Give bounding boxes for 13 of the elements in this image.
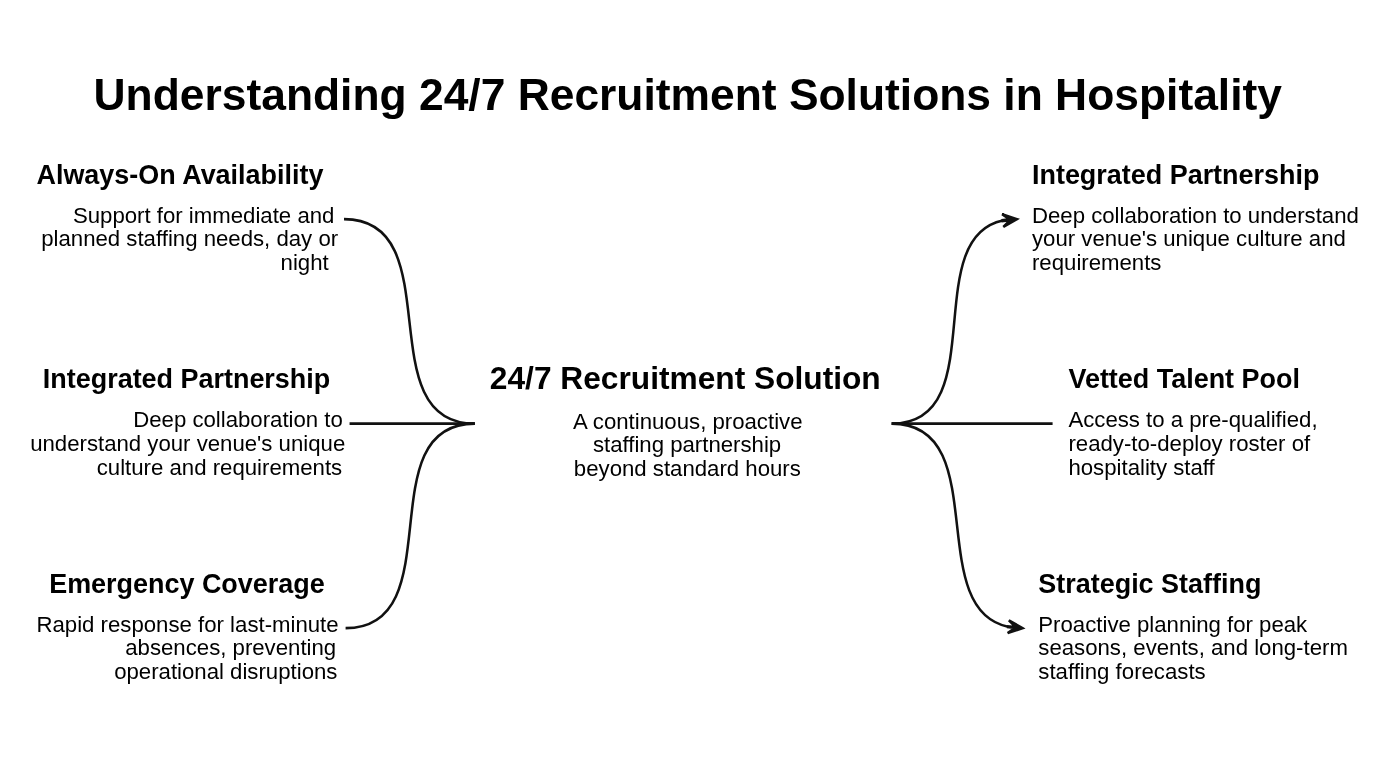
connector bbox=[891, 422, 1053, 425]
diagram-title: Understanding 24/7 Recruitment Solutions in Hospitality bbox=[93, 69, 1282, 119]
connector bbox=[349, 422, 475, 425]
node-text: Emergency Coverage Rapid response for last-minute absences, preventing operational disruptions bbox=[36, 568, 339, 685]
arrow bbox=[891, 422, 1024, 635]
node-text: Integrated Partnership Deep collaboration to understand your venue's unique culture and requirements bbox=[30, 364, 346, 480]
connector bbox=[343, 217, 475, 425]
node-text: Integrated Partnership Deep collaboration to understand your venue's unique culture and requirements bbox=[1031, 159, 1359, 276]
node-text: 24/7 Recruitment Solution A continuous, proactive staffing partnership beyond standard hours bbox=[489, 359, 881, 482]
node-text: Always-On Availability Support for immediate and planned staffing needs, day or night bbox=[36, 159, 339, 276]
node-text: Vetted Talent Pool Access to a pre-qualified, ready-to-deploy roster of hospitality staff bbox=[1068, 364, 1318, 480]
node-text: Strategic Staffing Proactive planning for peak seasons, events, and long-term staffing forecasts bbox=[1038, 568, 1348, 685]
connector bbox=[345, 422, 475, 630]
